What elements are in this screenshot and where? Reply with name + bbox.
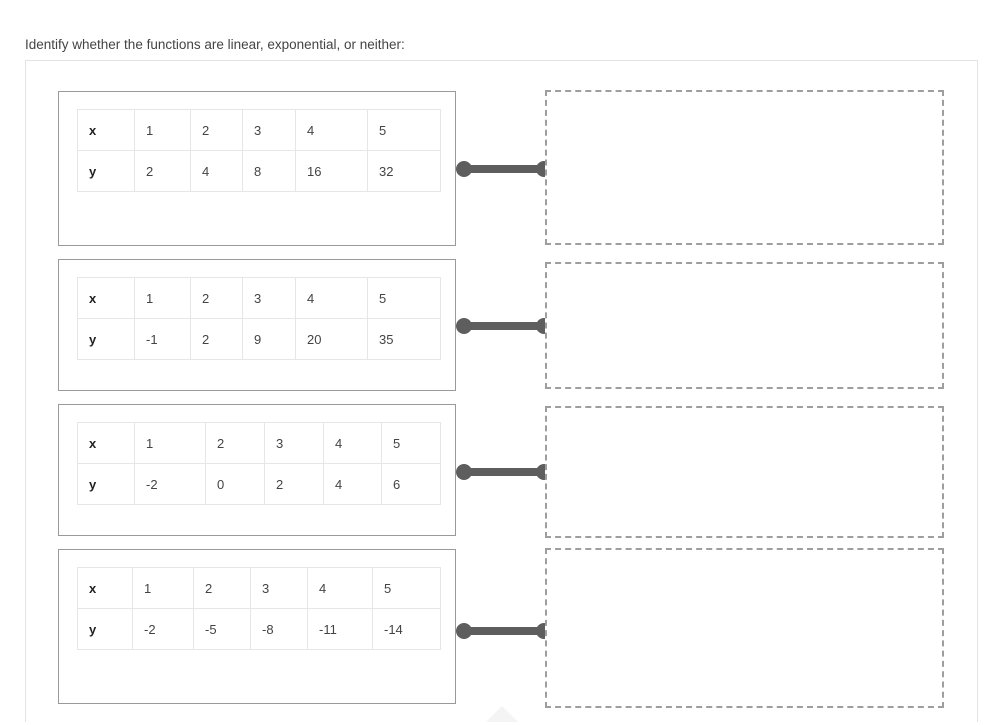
table-cell-x-2: 2: [190, 277, 243, 319]
table-cell-y-4: 16: [295, 150, 368, 192]
function-table: x 1 2 3 4 5 y -1 2 9 20 35: [77, 277, 441, 360]
table-cell-x-4: 4: [307, 567, 373, 609]
table-cell-y-3: 9: [242, 318, 296, 360]
connector-bar: [462, 468, 546, 476]
connector-bar: [462, 322, 546, 330]
table-cell-y-2: 0: [205, 463, 265, 505]
answer-drop-zone[interactable]: [545, 548, 944, 708]
connector-bar: [462, 627, 546, 635]
table-cell-x-5: 5: [367, 277, 441, 319]
function-table: x 1 2 3 4 5 y 2 4 8 16 32: [77, 109, 441, 192]
table-row: y 2 4 8 16 32: [77, 150, 441, 192]
table-cell-y-3: 8: [242, 150, 296, 192]
table-header-y: y: [77, 150, 135, 192]
table-cell-y-5: 32: [367, 150, 441, 192]
table-cell-x-5: 5: [367, 109, 441, 151]
table-row: x 1 2 3 4 5: [77, 277, 441, 319]
table-cell-x-2: 2: [190, 109, 243, 151]
match-row: x 1 2 3 4 5 y -2 -5 -8 -11 -14: [26, 548, 977, 708]
draggable-table-card[interactable]: x 1 2 3 4 5 y -2 0 2 4 6: [58, 404, 456, 536]
match-row: x 1 2 3 4 5 y 2 4 8 16 32: [26, 90, 977, 246]
match-connector[interactable]: [456, 462, 552, 482]
table-cell-y-4: 20: [295, 318, 368, 360]
draggable-table-card[interactable]: x 1 2 3 4 5 y -2 -5 -8 -11 -14: [58, 549, 456, 704]
draggable-table-card[interactable]: x 1 2 3 4 5 y -1 2 9 20 35: [58, 259, 456, 391]
table-cell-y-3: -8: [250, 608, 308, 650]
table-cell-y-2: 4: [190, 150, 243, 192]
table-cell-y-1: -2: [134, 463, 206, 505]
table-cell-y-5: 35: [367, 318, 441, 360]
table-row: x 1 2 3 4 5: [77, 422, 441, 464]
table-cell-x-1: 1: [134, 277, 191, 319]
table-header-x: x: [77, 567, 133, 609]
match-connector[interactable]: [456, 621, 552, 641]
table-header-x: x: [77, 277, 135, 319]
match-connector[interactable]: [456, 316, 552, 336]
table-header-x: x: [77, 422, 135, 464]
answer-drop-zone[interactable]: [545, 90, 944, 245]
table-cell-y-5: -14: [372, 608, 441, 650]
table-cell-x-3: 3: [264, 422, 324, 464]
match-connector[interactable]: [456, 159, 552, 179]
table-cell-y-4: -11: [307, 608, 373, 650]
page-title: Identify whether the functions are linea…: [25, 37, 405, 52]
table-row: y -1 2 9 20 35: [77, 318, 441, 360]
function-table: x 1 2 3 4 5 y -2 0 2 4 6: [77, 422, 441, 505]
table-cell-y-5: 6: [381, 463, 441, 505]
table-header-y: y: [77, 463, 135, 505]
function-table: x 1 2 3 4 5 y -2 -5 -8 -11 -14: [77, 567, 441, 650]
table-cell-x-4: 4: [323, 422, 382, 464]
table-cell-x-1: 1: [132, 567, 194, 609]
table-header-x: x: [77, 109, 135, 151]
table-cell-x-3: 3: [250, 567, 308, 609]
answer-drop-zone[interactable]: [545, 262, 944, 389]
table-row: y -2 -5 -8 -11 -14: [77, 608, 441, 650]
table-cell-x-5: 5: [372, 567, 441, 609]
matching-exercise-container: x 1 2 3 4 5 y 2 4 8 16 32: [25, 60, 978, 722]
answer-drop-zone[interactable]: [545, 406, 944, 538]
match-row: x 1 2 3 4 5 y -1 2 9 20 35: [26, 259, 977, 391]
match-row: x 1 2 3 4 5 y -2 0 2 4 6: [26, 404, 977, 538]
table-cell-x-5: 5: [381, 422, 441, 464]
connector-bar: [462, 165, 546, 173]
table-cell-y-3: 2: [264, 463, 324, 505]
scroll-up-chevron-icon: [486, 706, 518, 722]
table-cell-y-4: 4: [323, 463, 382, 505]
table-cell-x-4: 4: [295, 277, 368, 319]
table-row: x 1 2 3 4 5: [77, 567, 441, 609]
table-cell-x-3: 3: [242, 109, 296, 151]
table-cell-x-1: 1: [134, 109, 191, 151]
table-row: x 1 2 3 4 5: [77, 109, 441, 151]
table-row: y -2 0 2 4 6: [77, 463, 441, 505]
table-header-y: y: [77, 318, 135, 360]
table-cell-x-1: 1: [134, 422, 206, 464]
table-cell-x-3: 3: [242, 277, 296, 319]
table-cell-y-1: -2: [132, 608, 194, 650]
table-cell-x-2: 2: [205, 422, 265, 464]
table-cell-x-4: 4: [295, 109, 368, 151]
table-cell-y-1: -1: [134, 318, 191, 360]
table-cell-y-2: -5: [193, 608, 251, 650]
table-cell-x-2: 2: [193, 567, 251, 609]
table-cell-y-2: 2: [190, 318, 243, 360]
table-cell-y-1: 2: [134, 150, 191, 192]
table-header-y: y: [77, 608, 133, 650]
draggable-table-card[interactable]: x 1 2 3 4 5 y 2 4 8 16 32: [58, 91, 456, 246]
